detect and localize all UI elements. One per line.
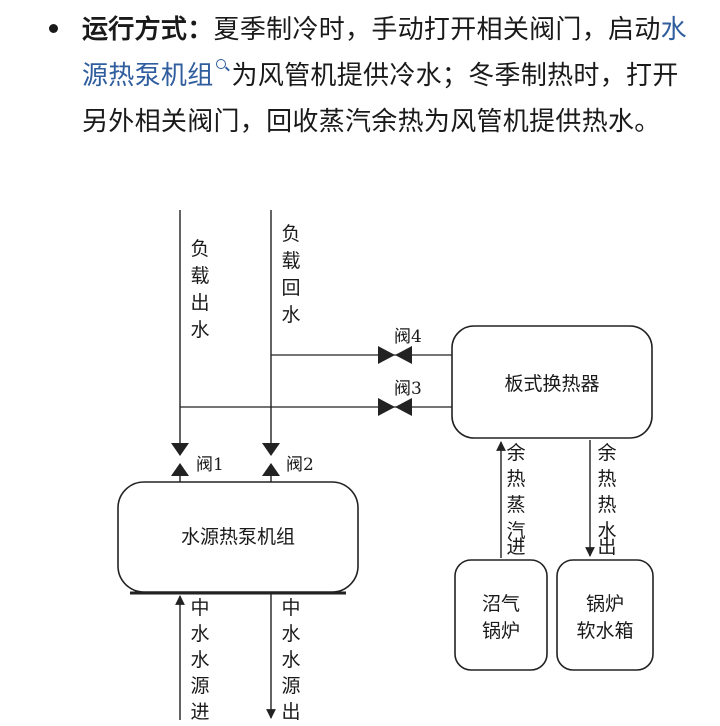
valve-1-label: 阀1 [196, 455, 224, 475]
waste-heat-water-char-5: 出 [597, 536, 616, 558]
mid-water-out-char-4: 源 [281, 675, 300, 697]
valve-3-label: 阀3 [394, 379, 422, 399]
description-section: 运行方式：夏季制冷时，手动打开相关阀门，启动水源热泵机组为风管机提供冷水；冬季制… [0, 0, 720, 190]
description-text-1: 夏季制冷时，手动打开相关阀门，启动 [213, 15, 661, 45]
boiler-tank-box [556, 559, 654, 671]
load-out-char-2: 载 [190, 265, 209, 287]
load-return-char-3: 回 [281, 277, 300, 299]
waste-steam-char-4: 汽 [506, 520, 525, 542]
description-paragraph: 运行方式：夏季制冷时，手动打开相关阀门，启动水源热泵机组为风管机提供冷水；冬季制… [82, 7, 702, 145]
valve-4-label: 阀4 [394, 327, 422, 347]
load-return-char-1: 负 [281, 223, 300, 245]
valve-1[interactable] [171, 443, 189, 476]
boiler-tank-label-2: 软水箱 [576, 620, 633, 642]
load-out-char-4: 水 [190, 319, 209, 341]
load-out-label: 负 载 出 水 [190, 238, 209, 341]
mid-water-out-char-2: 水 [281, 623, 300, 645]
load-return-char-2: 载 [281, 250, 300, 272]
load-out-char-1: 负 [190, 238, 209, 260]
plate-exchanger-box [451, 325, 653, 439]
heat-pump-label: 水源热泵机组 [181, 526, 295, 548]
mid-water-in-char-3: 水 [190, 649, 209, 671]
search-icon[interactable] [214, 53, 230, 75]
plate-exchanger-label: 板式换热器 [504, 373, 599, 395]
waste-steam-char-1: 余 [506, 442, 525, 464]
waste-steam-char-2: 热 [506, 468, 525, 490]
biogas-boiler-label-1: 沼气 [482, 593, 520, 615]
waste-heat-water-char-2: 热 [597, 468, 616, 490]
description-text-2: 为风管机提供冷水；冬季制热时，打开另外相关阀门，回收蒸汽余热为风管机提供热水。 [82, 61, 679, 137]
waste-steam-label: 余 热 蒸 汽 进 [506, 442, 525, 558]
bullet-dot [49, 24, 58, 33]
mid-water-in-label: 中 水 水 源 进 [190, 597, 209, 723]
mid-water-out-char-5: 出 [281, 701, 300, 723]
valve-4[interactable] [378, 346, 412, 364]
mid-water-in-char-2: 水 [190, 623, 209, 645]
load-return-char-4: 水 [281, 304, 300, 326]
heat-pump-link[interactable]: 水源热泵机组 [82, 15, 687, 91]
waste-steam-char-5: 进 [506, 536, 525, 558]
mid-water-out-char-1: 中 [281, 597, 300, 619]
label-colon: ： [187, 15, 214, 45]
mid-water-in-char-4: 源 [190, 675, 209, 697]
mid-water-out-char-3: 水 [281, 649, 300, 671]
load-return-label: 负 载 回 水 [281, 223, 300, 326]
valve-2[interactable] [262, 443, 280, 476]
operation-mode-label: 运行方式 [82, 15, 188, 45]
mid-water-out-label: 中 水 水 源 出 [281, 597, 300, 723]
valve-2-label: 阀2 [286, 455, 314, 475]
load-out-char-3: 出 [190, 292, 209, 314]
valve-3[interactable] [378, 398, 412, 416]
system-diagram: 水源热泵机组 板式换热器 沼气 锅炉 锅炉 软水箱 阀1 阀2 阀3 阀4 负 … [117, 210, 654, 723]
waste-heat-water-char-4: 水 [597, 520, 616, 542]
waste-heat-water-char-3: 热 [597, 494, 616, 516]
waste-steam-char-3: 蒸 [506, 494, 525, 516]
mid-water-in-char-1: 中 [190, 597, 209, 619]
waste-heat-water-label: 余 热 热 水 出 [597, 442, 616, 558]
mid-water-in-char-5: 进 [190, 701, 209, 723]
biogas-boiler-box [454, 559, 548, 671]
waste-heat-water-char-1: 余 [597, 442, 616, 464]
boiler-tank-label-1: 锅炉 [586, 593, 624, 615]
biogas-boiler-label-2: 锅炉 [482, 620, 520, 642]
